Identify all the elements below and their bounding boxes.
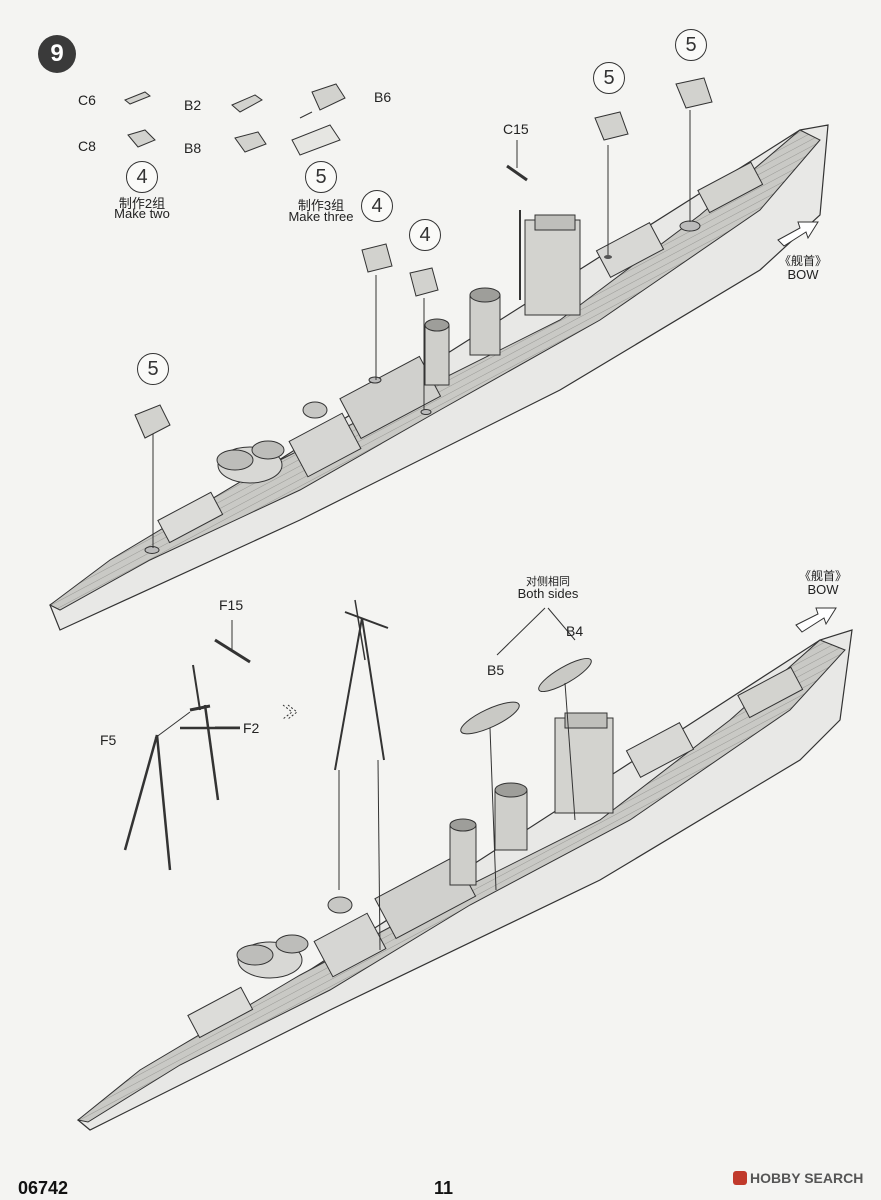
bow-label-lower-en: BOW [807, 582, 839, 597]
lower-leader-lines [231, 607, 576, 891]
part-label-c15: C15 [503, 121, 529, 137]
make-three-caption-cn: 制作3组 [297, 198, 345, 213]
bow-label-upper-en: BOW [787, 267, 819, 282]
watermark: HOBBY SEARCH [733, 1170, 863, 1186]
part-label-f5: F5 [100, 732, 117, 748]
part-label-c8: C8 [78, 138, 96, 154]
bow-label-upper-cn: 《舰首》 [778, 254, 827, 268]
lower-parts [123, 620, 592, 871]
upper-leader-lines [152, 110, 691, 548]
placement-arrows [282, 111, 837, 720]
both-sides-note-cn: 对侧相同 [526, 576, 570, 588]
callout-turret-5-forward: 5 [137, 353, 169, 385]
callout-mount-4-b: 4 [409, 219, 441, 251]
make-two-caption-en: Make two [114, 206, 170, 221]
part-label-b6: B6 [374, 89, 392, 105]
page-number: 11 [434, 1178, 454, 1198]
part-label-f15: F15 [219, 597, 244, 613]
part-label-b2: B2 [184, 97, 202, 113]
callout-turret-5-mid: 5 [593, 62, 625, 94]
ship-upper [49, 124, 829, 631]
part-label-c6: C6 [78, 92, 96, 108]
upper-parts [124, 77, 713, 439]
bow-label-lower-cn: 《舰首》 [798, 569, 847, 583]
make-two-caption-cn: 制作2组 [118, 196, 166, 211]
ship-lower [76, 599, 853, 1131]
part-label-f2: F2 [243, 720, 260, 736]
product-code: 06742 [18, 1178, 69, 1198]
part-label-b4: B4 [566, 623, 584, 639]
make-three-count-circle: 5 [305, 161, 337, 193]
make-two-count-circle: 4 [126, 161, 158, 193]
part-label-b8: B8 [184, 140, 202, 156]
make-three-caption-en: Make three [288, 209, 354, 224]
callout-turret-5-rear: 5 [675, 29, 707, 61]
callout-mount-4-a: 4 [361, 190, 393, 222]
hobby-search-logo-icon [733, 1171, 747, 1185]
watermark-text: HOBBY SEARCH [750, 1170, 864, 1186]
part-label-b5: B5 [487, 662, 505, 678]
both-sides-note-en: Both sides [517, 586, 579, 601]
step-number-badge: 9 [38, 35, 76, 73]
